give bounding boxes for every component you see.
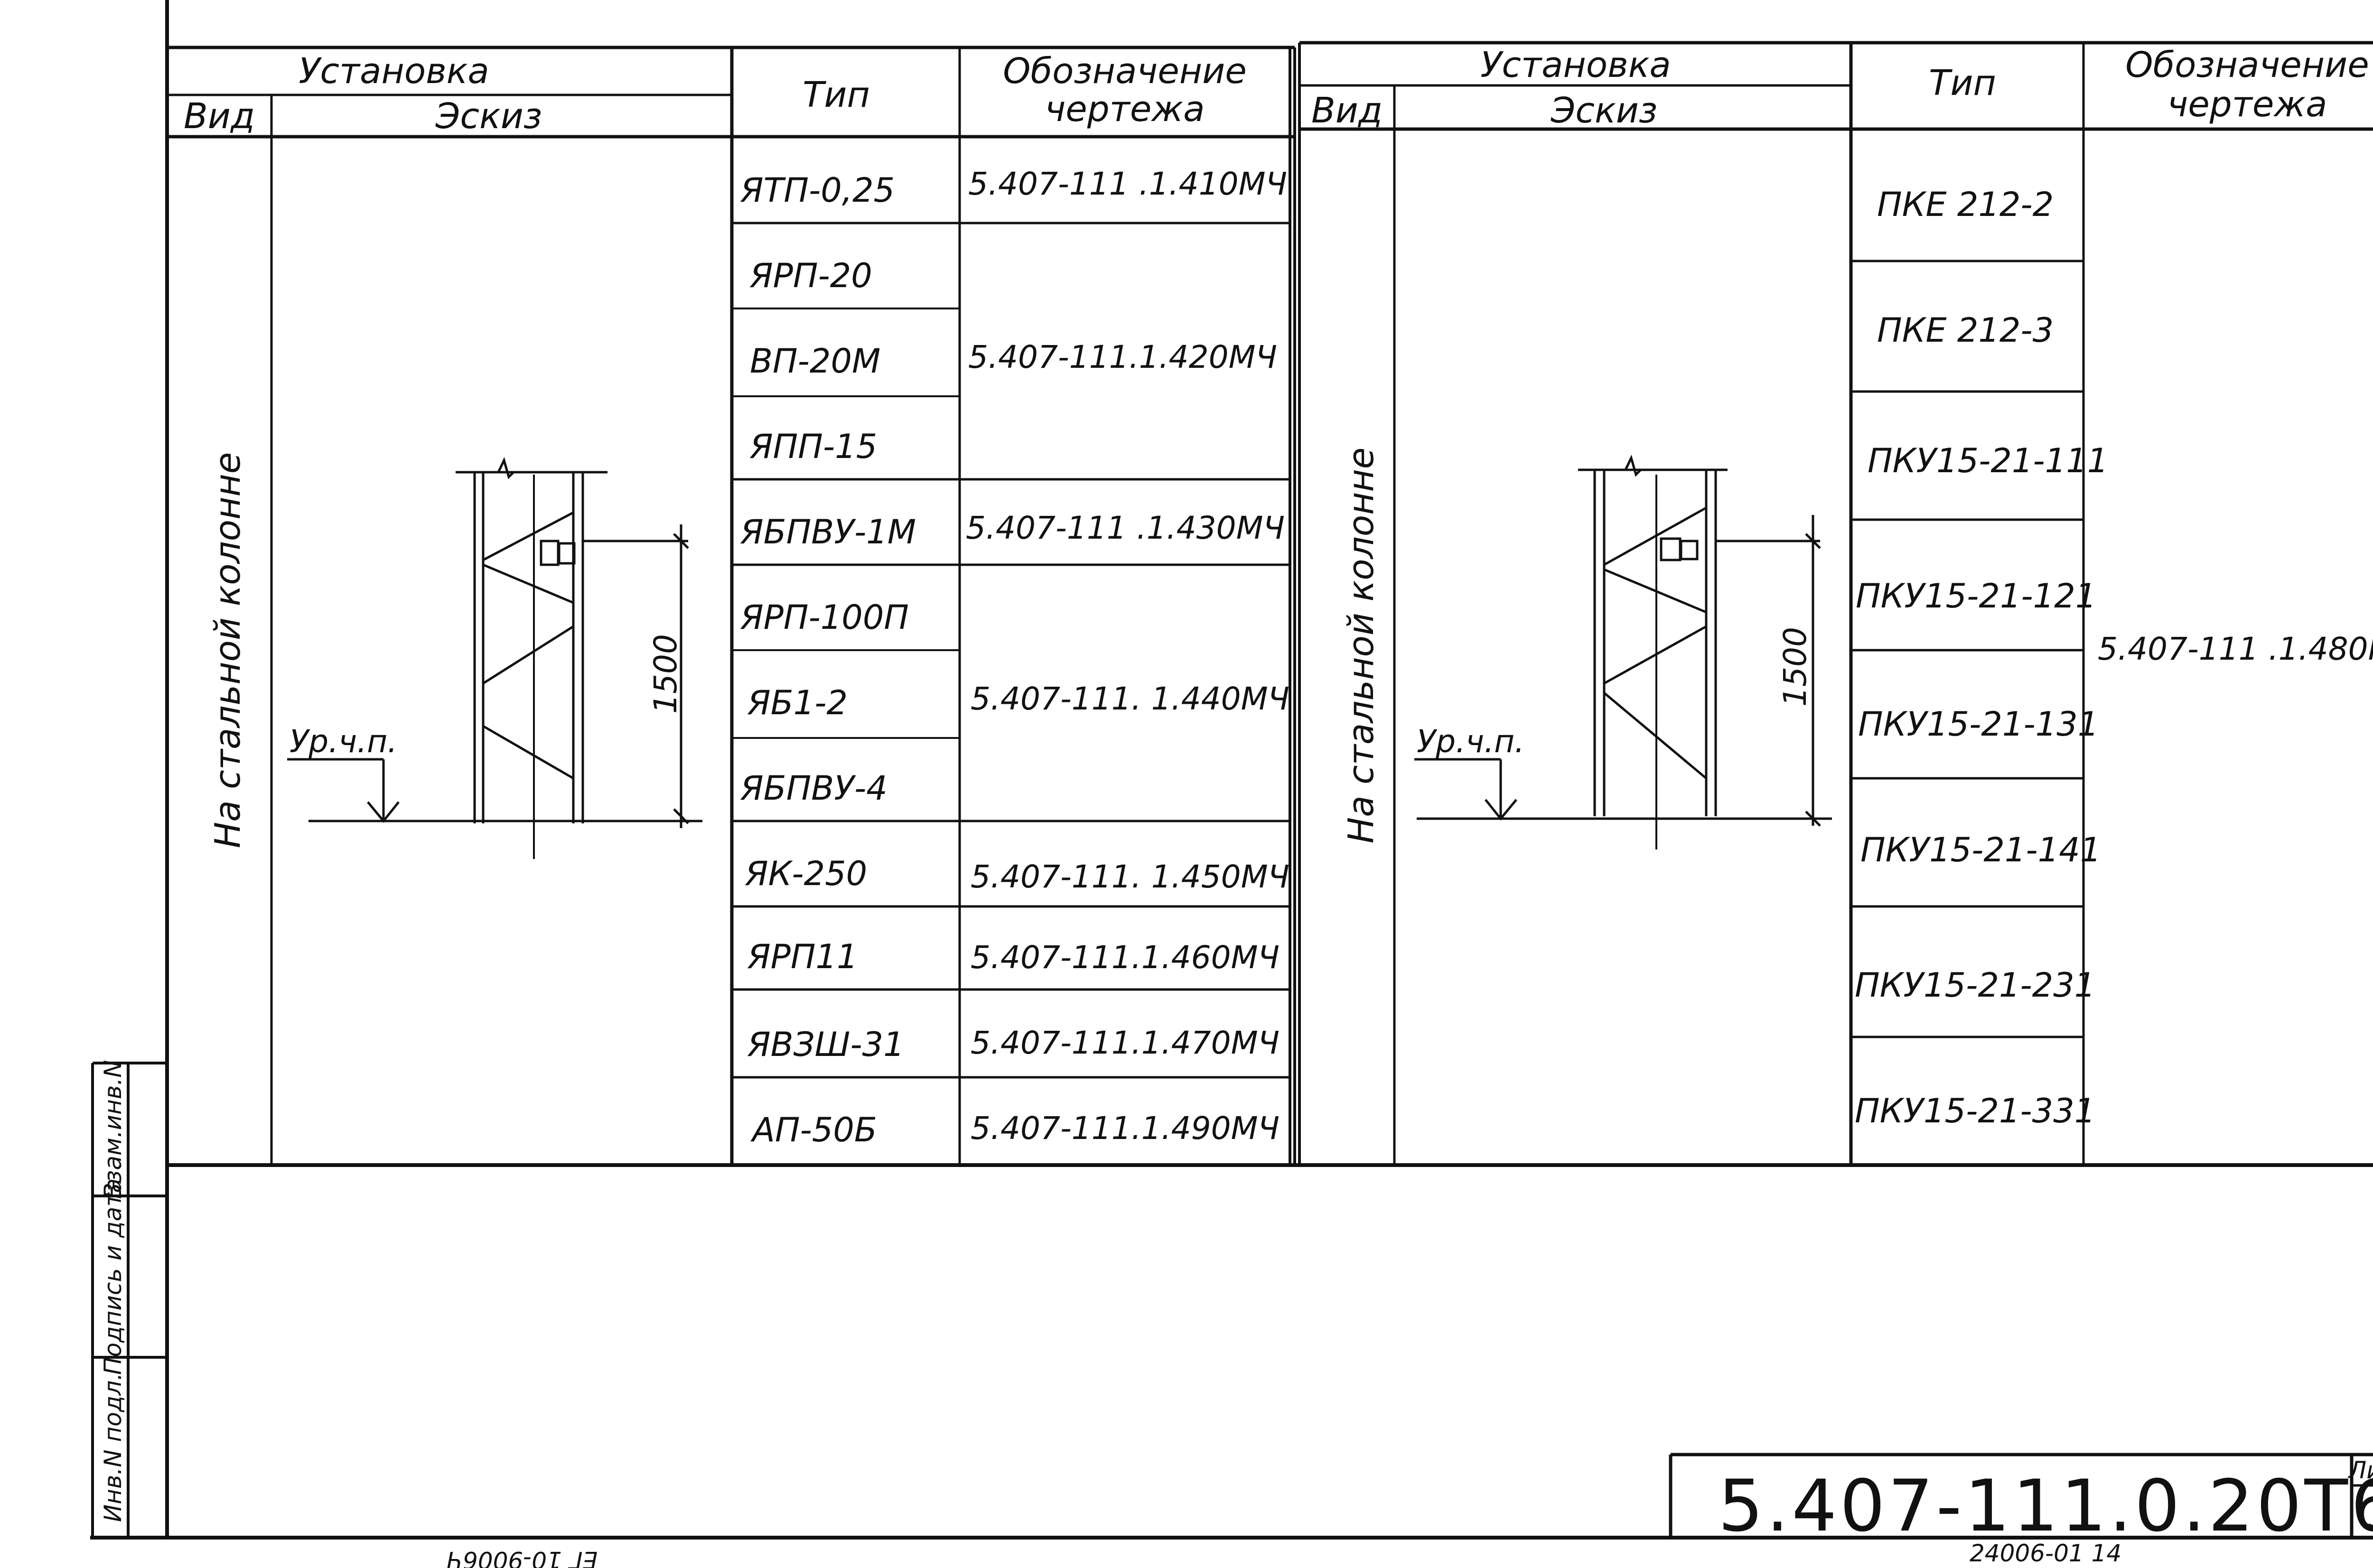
sheet-number: 3 — [2368, 1496, 2373, 1535]
type-cell: ВП-20М — [750, 342, 880, 381]
type-cell: ЯТП-0,25 — [740, 171, 895, 210]
sheet-label: Лист — [2348, 1456, 2373, 1484]
left-header-tip: Тип — [803, 75, 870, 115]
left-header-ustanovka: Установка — [299, 51, 489, 92]
type-cell: ЯК-250 — [745, 854, 867, 893]
code-cell: 5.407-111 .1.430МЧ — [966, 510, 1285, 546]
code-cell: 5.407-111.1.420МЧ — [968, 339, 1277, 375]
type-cell: ЯРП-20 — [749, 256, 872, 295]
type-cell: ПКЕ 212-3 — [1877, 311, 2054, 350]
type-cell: ПКУ15-21-121 — [1856, 577, 2096, 616]
right-header-chertezha: чертежа — [2167, 84, 2327, 125]
left-sketch-dim: 1500 — [647, 634, 684, 714]
left-sketch-level: Ур.ч.п. — [290, 723, 397, 760]
left-type-column: ЯТП-0,25 ЯРП-20 ВП-20М ЯПП-15 ЯБПВУ-1М Я… — [740, 171, 916, 1149]
sheet-frame — [90, 0, 2373, 1540]
bottom-code-left: ЕГ 10-9006Ч — [447, 1546, 598, 1568]
right-sketch-dim: 1500 — [1777, 627, 1813, 707]
right-code-cell: 5.407-111 .1.480МЧ — [2098, 631, 2373, 667]
right-sketch-level: Ур.ч.п. — [1417, 723, 1524, 760]
type-cell: ЯПП-15 — [749, 427, 877, 466]
right-type-column: ПКЕ 212-2 ПКЕ 212-3 ПКУ15-21-111 ПКУ15-2… — [1855, 185, 2108, 1130]
code-cell: 5.407-111.1.490МЧ — [971, 1110, 1280, 1147]
code-cell: 5.407-111 .1.410МЧ — [968, 166, 1287, 202]
bottom-code-right: 24006-01 14 — [1970, 1540, 2121, 1567]
type-cell: ПКЕ 212-2 — [1877, 185, 2054, 224]
type-cell: ПКУ15-21-111 — [1868, 441, 2108, 480]
right-vid-value: На стальной колонне — [1341, 448, 1382, 844]
side-stamp-signature: Подпись и дата — [99, 1178, 127, 1375]
right-header-eskiz: Эскиз — [1551, 90, 1658, 131]
type-cell: ПКУ15-21-131 — [1858, 705, 2099, 744]
type-cell: ЯРП-100П — [740, 598, 909, 637]
type-cell: ЯБПВУ-1М — [740, 513, 916, 551]
type-cell: ЯВЗШ-31 — [747, 1025, 905, 1064]
type-cell: ЯБ1-2 — [747, 683, 848, 722]
right-sketch — [1414, 454, 1832, 849]
right-header-tip: Тип — [1929, 63, 1996, 103]
left-sketch — [287, 457, 702, 859]
title-block — [1669, 1453, 2373, 1538]
left-vid-value: На стальной колонне — [207, 452, 248, 849]
left-header-eskiz: Эскиз — [435, 96, 542, 137]
side-stamp-vzam: Взам.инв.N — [99, 1060, 127, 1199]
type-cell: ЯБПВУ-4 — [740, 769, 888, 808]
code-cell: 5.407-111. 1.440МЧ — [971, 681, 1289, 717]
left-code-column: 5.407-111 .1.410МЧ 5.407-111.1.420МЧ 5.4… — [966, 166, 1289, 1147]
type-cell: ПКУ15-21-141 — [1860, 831, 2101, 869]
code-cell: 5.407-111.1.470МЧ — [971, 1025, 1280, 1061]
left-table-grid — [167, 46, 1296, 1165]
drawing-designation: 5.407-111.0.20Т6 — [1718, 1465, 2373, 1548]
left-header-vid: Вид — [184, 96, 255, 137]
type-cell: ПКУ15-21-331 — [1855, 1092, 2095, 1130]
side-stamp — [91, 1062, 167, 1538]
side-stamp-inv: Инв.N подл. — [99, 1373, 127, 1522]
right-table-grid — [1298, 41, 2373, 1165]
type-cell: АП-50Б — [750, 1111, 877, 1149]
right-header-ustanovka: Установка — [1480, 45, 1671, 85]
type-cell: ЯРП11 — [747, 937, 858, 976]
right-header-vid: Вид — [1311, 90, 1383, 131]
code-cell: 5.407-111. 1.450МЧ — [971, 859, 1289, 895]
right-header-oboznachenie: Обозначение — [2125, 45, 2369, 85]
left-header-chertezha: чертежа — [1045, 89, 1205, 130]
left-header-oboznachenie: Обозначение — [1003, 51, 1246, 92]
type-cell: ПКУ15-21-231 — [1855, 966, 2095, 1005]
code-cell: 5.407-111.1.460МЧ — [971, 939, 1280, 976]
